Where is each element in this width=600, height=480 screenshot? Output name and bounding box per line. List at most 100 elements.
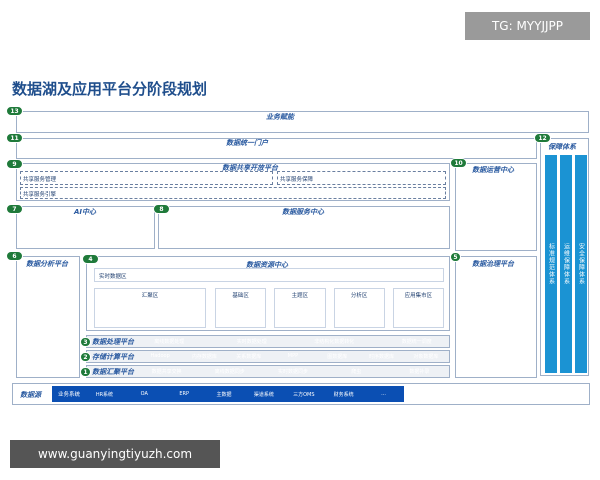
item-chip[interactable]: 经营分析 — [408, 302, 429, 309]
item-chip[interactable]: 多维分析 — [37, 304, 58, 311]
item-chip[interactable]: 离线数据同步 — [214, 368, 245, 375]
item-chip[interactable]: 临时库 — [115, 310, 131, 317]
item-chip[interactable]: 主数据 — [216, 391, 232, 398]
item-chip[interactable]: 数据质量管理 — [480, 303, 511, 310]
item-chip[interactable]: 实时指标计算 — [381, 272, 412, 279]
item-chip[interactable]: Hadoop — [150, 353, 170, 359]
item-chip[interactable]: 数据产品管理 — [480, 176, 511, 182]
item-chip[interactable]: 实时数据同步 — [278, 368, 309, 375]
item-chip[interactable]: 实时数据处理 — [236, 338, 267, 345]
item-chip[interactable]: 监管报送 — [435, 124, 456, 130]
item-chip[interactable]: 安全保障体系 — [575, 155, 587, 373]
item-chip[interactable]: 渠道系统 — [253, 391, 274, 398]
item-chip[interactable]: 实时分析处理 — [273, 272, 304, 279]
item-chip[interactable]: 风险审计 — [378, 124, 399, 130]
item-chip[interactable]: 关系数据库 — [236, 353, 262, 360]
item-chip[interactable]: 财务分析 — [205, 124, 226, 130]
item-chip[interactable]: ... — [562, 391, 568, 397]
item-chip[interactable]: ... — [45, 368, 51, 375]
item-chip[interactable]: 发布 — [121, 176, 132, 182]
item-chip[interactable]: 二阶段：夯实 — [334, 91, 365, 97]
item-chip[interactable]: 文本识别 — [30, 221, 51, 228]
item-chip[interactable]: 数据挖掘 — [37, 320, 58, 327]
item-chip[interactable]: 运营考核评价 — [480, 241, 511, 247]
item-chip[interactable]: 共享审计 — [404, 176, 425, 182]
item-chip[interactable]: 管理驾驶舱 — [30, 124, 56, 130]
item-chip[interactable]: 一阶段：打基础 — [266, 91, 302, 97]
item-chip[interactable]: 财务 — [235, 312, 246, 318]
item-chip[interactable]: 数据补录 — [409, 368, 430, 375]
item-chip[interactable]: 用户管理 — [289, 302, 310, 309]
item-chip[interactable]: 数据标准管理 — [480, 272, 511, 279]
item-chip[interactable]: 运营可视化 — [166, 149, 192, 155]
item-chip[interactable]: 数据生命周期管理 — [475, 366, 516, 373]
item-chip[interactable]: 外部数据 — [509, 391, 530, 398]
item-chip[interactable]: 运维保障体系 — [560, 155, 572, 373]
item-chip[interactable]: 即席查询 — [37, 288, 58, 295]
item-chip[interactable]: 统一用户/权限 — [293, 149, 326, 155]
item-chip[interactable]: 三方OMS — [293, 391, 315, 398]
item-chip[interactable]: 数据产品服务 — [230, 238, 261, 245]
item-chip[interactable]: 四阶段：运营 — [466, 91, 497, 97]
item-chip[interactable]: ... — [415, 321, 421, 328]
item-chip[interactable]: 数据安全管理 — [480, 350, 511, 357]
item-chip[interactable]: 语义解析 — [75, 237, 96, 244]
item-chip[interactable]: 营销管理 — [289, 312, 310, 318]
item-chip[interactable]: ... — [558, 123, 564, 130]
item-chip[interactable]: 非结构化数据转化 — [314, 338, 355, 345]
item-chip[interactable]: 互联网数据 — [416, 391, 442, 398]
item-chip[interactable]: 语音识别 — [30, 237, 51, 244]
item-chip[interactable]: 数据沙箱服务 — [398, 223, 429, 230]
item-chip[interactable]: ... — [502, 148, 507, 155]
item-chip[interactable]: 应用集成 — [234, 149, 255, 155]
item-chip[interactable]: 对象数据库 — [413, 353, 439, 360]
item-chip[interactable]: 接口共享服务 — [380, 191, 411, 197]
item-chip[interactable]: 文件共享服务 — [116, 191, 147, 197]
item-chip[interactable]: 库表共享服务 — [248, 191, 279, 197]
item-chip[interactable]: 数据检索服务 — [325, 223, 356, 230]
item-chip[interactable]: 用户分析 — [90, 124, 111, 130]
item-chip[interactable]: ... — [128, 237, 133, 243]
item-chip[interactable]: 用户画像 — [408, 312, 429, 318]
item-chip[interactable]: 数据资源目录管理 — [94, 149, 135, 155]
item-chip[interactable]: 指标库 — [351, 302, 367, 309]
item-chip[interactable]: 爬虫 — [351, 368, 362, 375]
item-chip[interactable]: 产能预测 — [320, 124, 341, 130]
item-chip[interactable]: 实时分析 — [37, 352, 58, 359]
item-chip[interactable]: 认证 — [204, 176, 215, 182]
item-chip[interactable]: ODS库 — [168, 310, 185, 317]
item-chip[interactable]: 注册 — [79, 176, 90, 182]
item-chip[interactable]: 图像识别 — [75, 221, 96, 228]
item-chip[interactable]: 元数据管理 — [483, 319, 509, 326]
item-chip[interactable]: OA — [140, 391, 148, 397]
item-chip[interactable]: 实时数据存储 — [166, 272, 197, 279]
item-chip[interactable]: HR系统 — [95, 391, 114, 398]
item-chip[interactable]: 数据需求管理 — [34, 149, 65, 155]
item-chip[interactable]: 三阶段：完善 — [400, 91, 431, 97]
item-chip[interactable]: 平台管理 — [429, 149, 450, 155]
item-chip[interactable]: 时序数据库 — [369, 353, 395, 360]
item-chip[interactable]: 标准规范体系 — [545, 155, 557, 373]
item-chip[interactable]: ... — [356, 321, 362, 328]
item-chip[interactable]: MPP — [287, 353, 299, 359]
item-chip[interactable]: 财务系统 — [333, 391, 354, 398]
item-chip[interactable]: 标签库 — [351, 312, 367, 318]
item-chip[interactable]: 多方安全计算服务 — [341, 238, 382, 245]
item-chip[interactable]: 图数据库 — [327, 353, 348, 360]
item-chip[interactable]: 数据模型管理 — [480, 288, 511, 295]
item-chip[interactable]: 内存数据库 — [191, 353, 217, 360]
item-chip[interactable]: 物联网数据 — [461, 391, 487, 398]
item-chip[interactable]: 资金管理 — [263, 124, 284, 130]
item-chip[interactable]: 标签服务 — [177, 238, 198, 245]
item-chip[interactable]: 共享监测 — [339, 176, 360, 182]
item-chip[interactable]: 数据运营维护 — [480, 228, 511, 234]
item-chip[interactable]: ... — [381, 391, 386, 397]
item-chip[interactable]: ... — [417, 238, 423, 244]
item-chip[interactable]: 离线数据处理 — [154, 338, 185, 345]
item-chip[interactable]: 指标服务 — [184, 223, 205, 230]
item-chip[interactable]: 主数据管理 — [483, 335, 509, 342]
item-chip[interactable]: 权鉴 — [246, 176, 257, 182]
item-chip[interactable]: 绩效考核 — [493, 124, 514, 130]
item-chip[interactable]: 数据资产价值评估 — [475, 189, 516, 195]
item-chip[interactable]: 客户营销 — [147, 124, 168, 130]
